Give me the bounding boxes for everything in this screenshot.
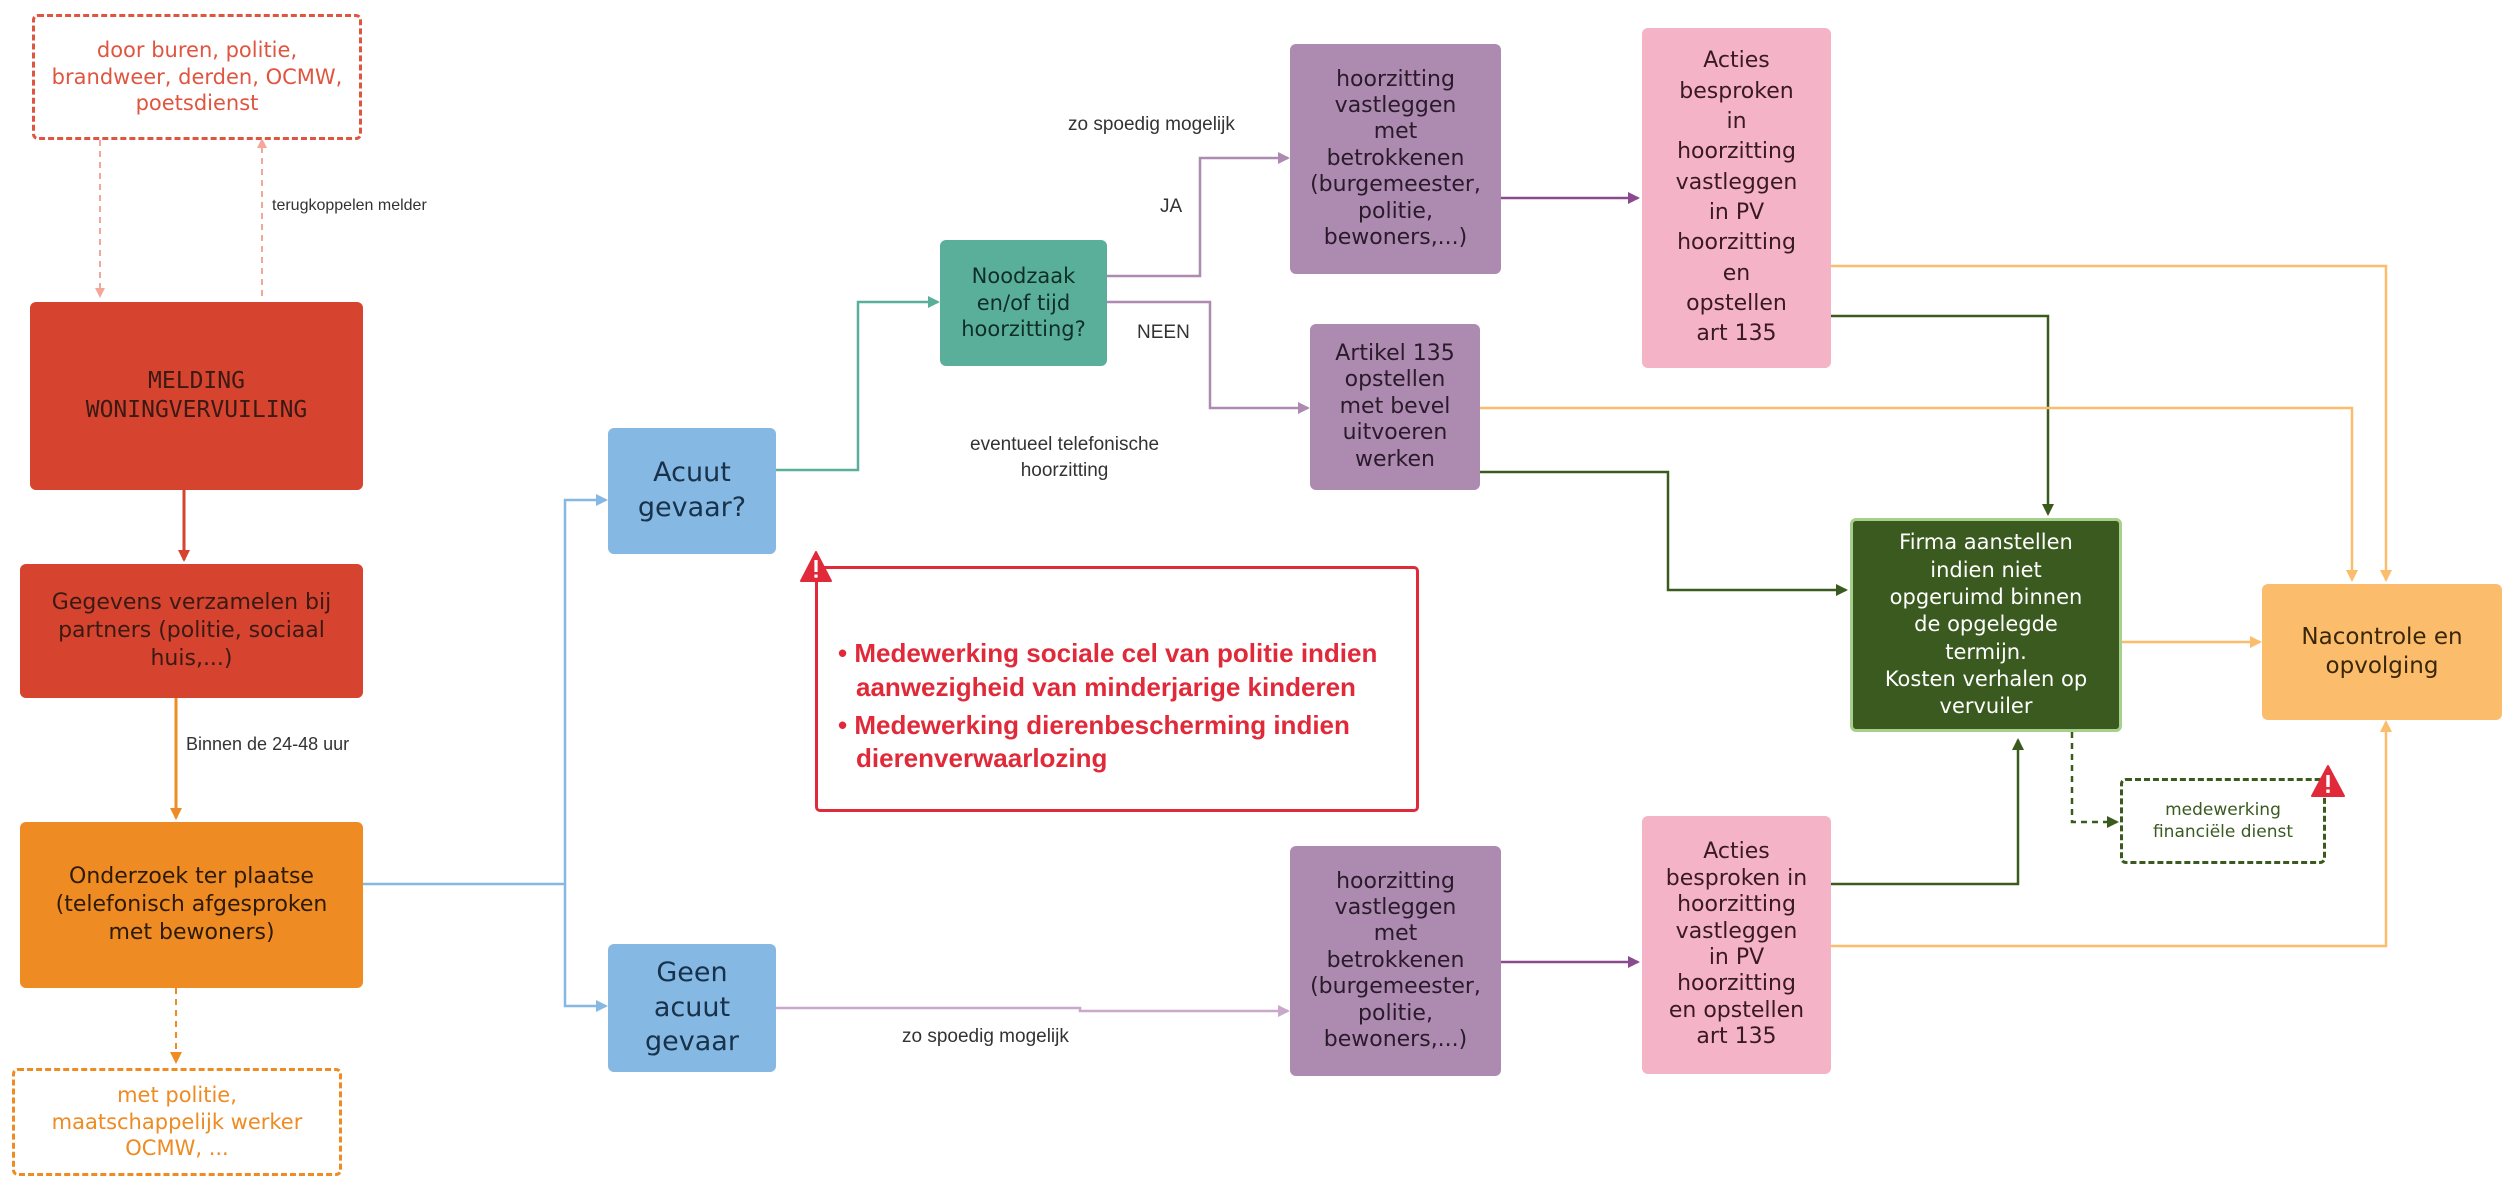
- label-terugkoppelen: terugkoppelen melder: [272, 197, 427, 214]
- node-firma: Firma aanstellen indien niet opgeruimd b…: [1850, 518, 2122, 732]
- node-noodzaak: Noodzaak en/of tijd hoorzitting?: [940, 240, 1107, 366]
- node-melding: MELDING WONINGVERVUILING: [30, 302, 363, 490]
- node-geen-acuut: Geen acuut gevaar: [608, 944, 776, 1072]
- node-hoorzitting-bottom: hoorzitting vastleggen met betrokkenen (…: [1290, 846, 1501, 1076]
- node-nacontrole: Nacontrole en opvolging: [2262, 584, 2502, 720]
- node-financiele: medewerking financiële dienst: [2120, 778, 2326, 864]
- label-binnen: Binnen de 24-48 uur: [186, 734, 350, 754]
- label-neen: NEEN: [1137, 322, 1190, 343]
- node-sources: door buren, politie, brandweer, derden, …: [32, 14, 362, 140]
- arrow-onderzoek-to-acuut: [362, 494, 608, 886]
- arrow-neen: [1107, 300, 1310, 414]
- node-partners: met politie, maatschappelijk werker OCMW…: [12, 1068, 342, 1176]
- warning-icon: [800, 551, 832, 582]
- node-hoorzitting-top: hoorzitting vastleggen met betrokkenen (…: [1290, 44, 1501, 274]
- warning-panel: Medewerking sociale cel van politie indi…: [815, 566, 1419, 812]
- arrow-acuut-to-noodzaak: [776, 296, 940, 472]
- arrow-artikel-to-firma: [1480, 470, 1848, 596]
- node-acties-bottom: Acties besproken in hoorzitting vastlegg…: [1642, 816, 1831, 1074]
- label-telefonisch: eventueel telefonische hoorzitting: [970, 434, 1160, 481]
- arrow-onderzoek-to-geen: [563, 884, 608, 1012]
- arrow-acties-top-to-firma: [1831, 314, 2054, 516]
- node-acties-top: Acties besproken in hoorzitting vastlegg…: [1642, 28, 1831, 368]
- warning-list: Medewerking sociale cel van politie indi…: [838, 637, 1416, 780]
- label-spoedig-bottom: zo spoedig mogelijk: [902, 1026, 1069, 1047]
- arrow-artikel-to-nacontrole: [1480, 406, 2358, 582]
- node-artikel: Artikel 135 opstellen met bevel uitvoere…: [1310, 324, 1480, 490]
- label-spoedig-top: zo spoedig mogelijk: [1068, 114, 1235, 135]
- warning-item-2: Medewerking dierenbescherming indien die…: [838, 709, 1416, 777]
- label-ja: JA: [1160, 196, 1183, 217]
- arrow-geen-to-hoor-bottom: [776, 1005, 1290, 1017]
- node-acuut: Acuut gevaar?: [608, 428, 776, 554]
- arrow-acties-bottom-to-firma: [1831, 738, 2024, 886]
- warning-icon-financiele: [2311, 765, 2345, 797]
- warning-item-1: Medewerking sociale cel van politie indi…: [838, 637, 1416, 705]
- arrow-ja: [1107, 152, 1290, 278]
- node-gegevens: Gegevens verzamelen bij partners (politi…: [20, 564, 363, 698]
- arrow-acties-top-to-nacontrole: [1831, 264, 2392, 582]
- arrow-acties-bottom-to-nacontrole: [1831, 720, 2392, 948]
- node-onderzoek: Onderzoek ter plaatse (telefonisch afges…: [20, 822, 363, 988]
- arrow-firma-to-financiele: [2070, 732, 2119, 828]
